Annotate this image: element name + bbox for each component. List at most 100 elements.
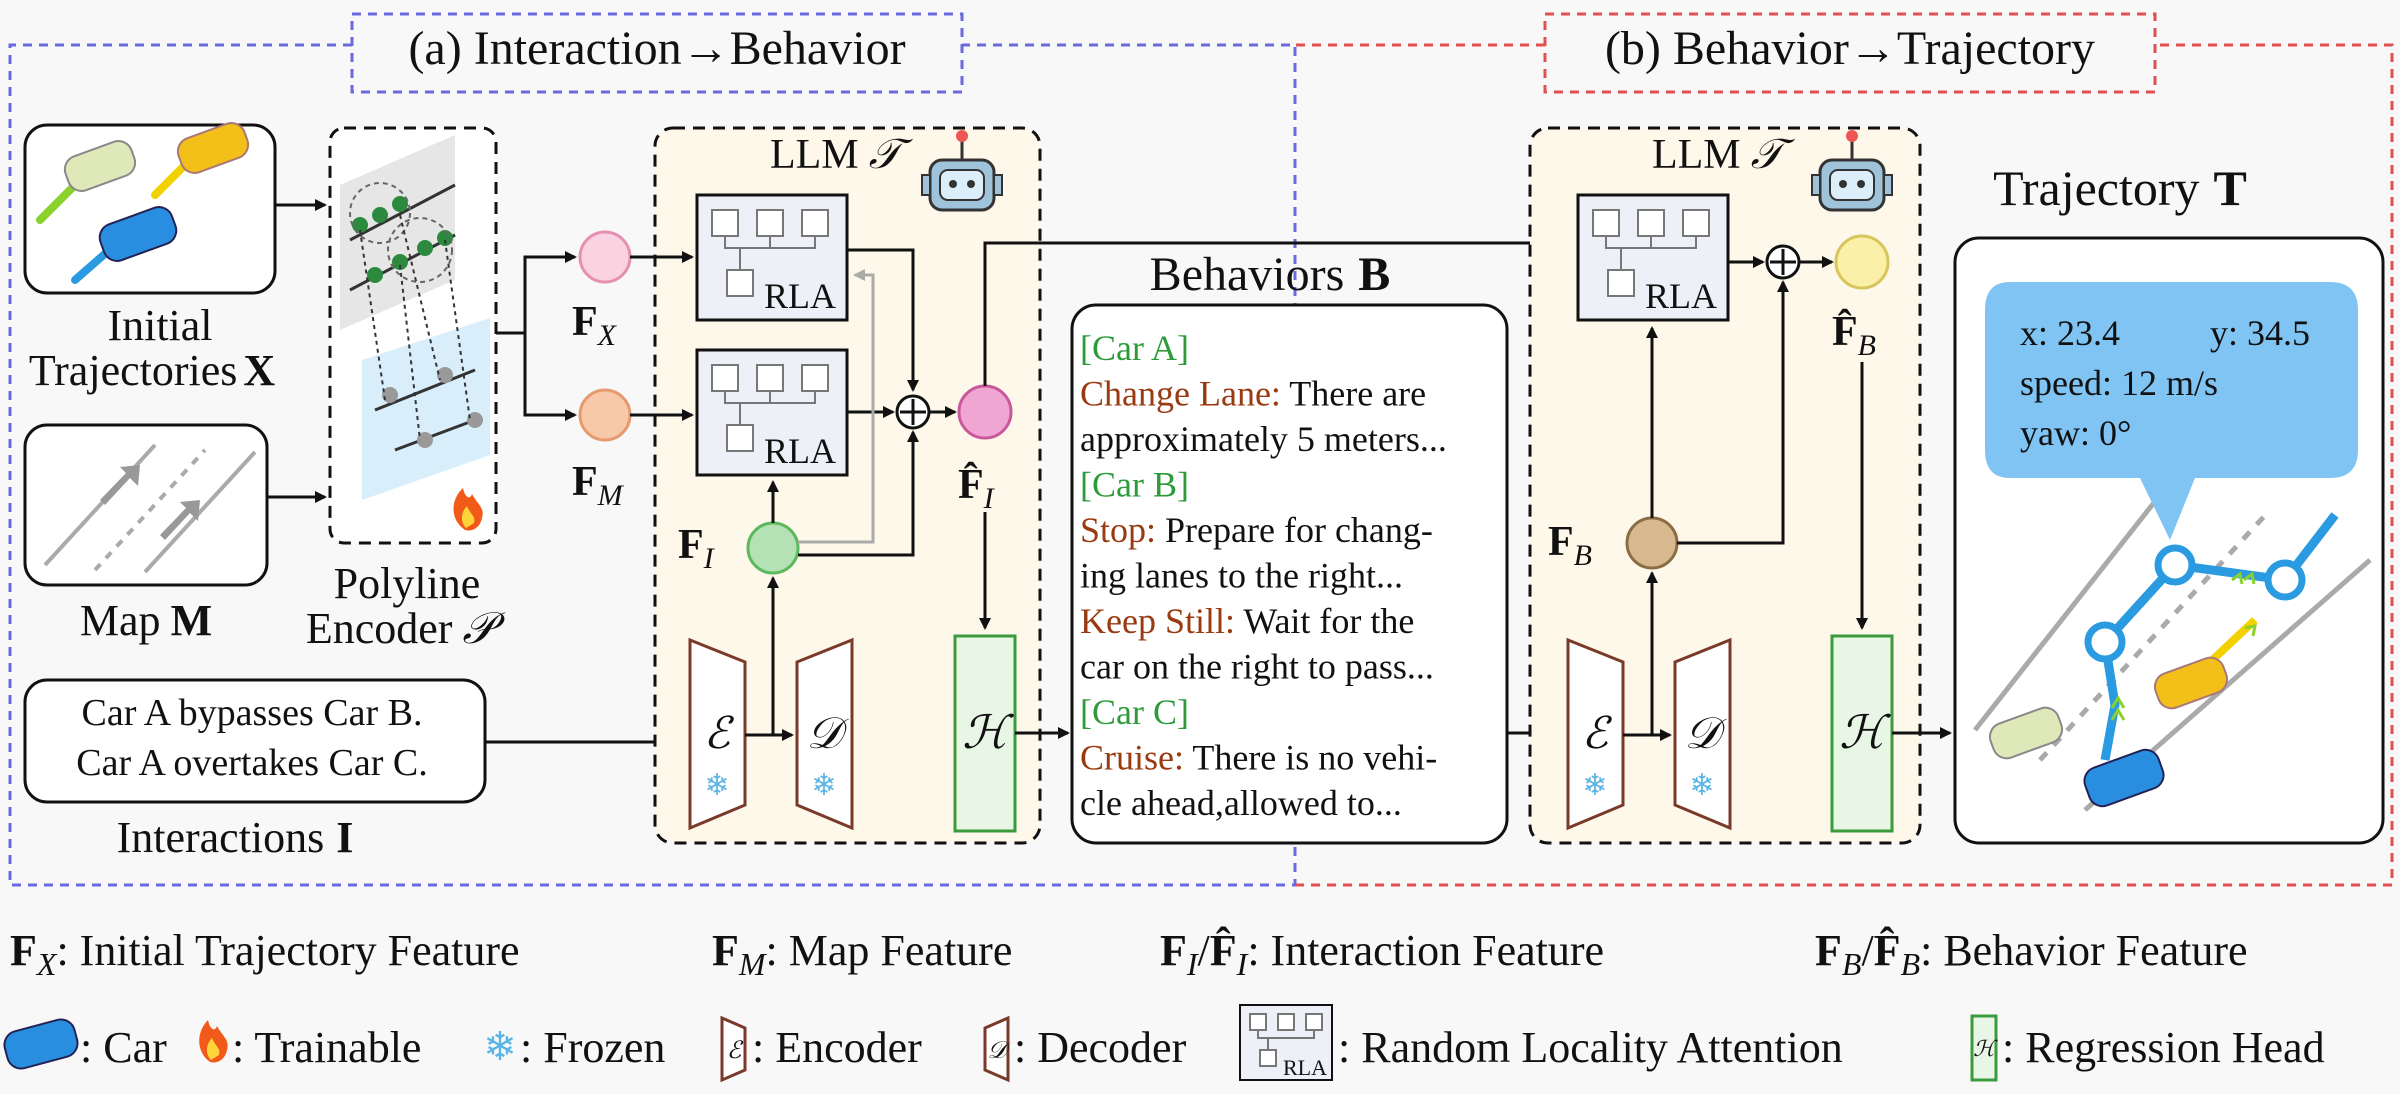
legend-frozen: : Frozen bbox=[520, 1023, 665, 1072]
svg-text:ℋ: ℋ bbox=[1839, 707, 1891, 758]
interaction-line-1: Car A bypasses Car B. bbox=[82, 692, 423, 734]
fb-hat-label: F̂B bbox=[1832, 308, 1876, 362]
bubble-yaw: yaw: 0° bbox=[2020, 413, 2131, 453]
encoder-legend-icon: ℰ bbox=[720, 1015, 747, 1083]
svg-text:RLA: RLA bbox=[764, 431, 836, 471]
car-icon bbox=[1988, 706, 2064, 760]
polyline-label-1: Polyline bbox=[334, 559, 481, 608]
car-icon bbox=[36, 140, 137, 224]
car-icon bbox=[71, 206, 178, 284]
behavior-line: Cruise: There is no vehi- bbox=[1080, 738, 1437, 778]
fi-label: FI bbox=[678, 522, 716, 575]
initial-trajectories-label-1: Initial bbox=[107, 301, 212, 350]
snowflake-icon: ❄ bbox=[811, 769, 836, 802]
snowflake-icon: ❄ bbox=[1582, 769, 1607, 802]
fire-icon bbox=[199, 1020, 228, 1063]
fx-node bbox=[578, 230, 632, 284]
regression-head-b: ℋ bbox=[1830, 634, 1894, 833]
fm-node bbox=[578, 388, 632, 442]
regression-head-a: ℋ bbox=[953, 634, 1017, 833]
map-box bbox=[23, 423, 269, 587]
rla-module-bottom: RLA bbox=[695, 348, 849, 477]
behavior-line: [Car A] bbox=[1080, 328, 1189, 368]
bubble-speed: speed: 12 m/s bbox=[2020, 363, 2218, 403]
legend-fx: FX: Initial Trajectory Feature bbox=[10, 926, 520, 982]
car-icon bbox=[2153, 656, 2229, 710]
behavior-line: Keep Still: Wait for the bbox=[1080, 601, 1414, 641]
head-legend-icon: ℋ bbox=[1970, 1014, 1998, 1082]
behavior-line: [Car B] bbox=[1080, 465, 1189, 505]
snowflake-icon: ❄ bbox=[704, 769, 729, 802]
behavior-line: [Car C] bbox=[1080, 692, 1189, 732]
legend-fb: FB/F̂B: Behavior Feature bbox=[1815, 926, 2248, 982]
rla-module-b: RLA bbox=[1576, 193, 1730, 322]
fb-hat-node bbox=[1834, 234, 1890, 290]
panel-a-border bbox=[8, 43, 1297, 887]
fb-label: FB bbox=[1548, 519, 1592, 572]
decoder-b: 𝒟 ❄ bbox=[1673, 637, 1732, 831]
polyline-encoder bbox=[328, 126, 498, 545]
legend-fi: FI/F̂I: Interaction Feature bbox=[1160, 926, 1604, 982]
car-icon bbox=[151, 122, 250, 199]
svg-text:ℰ: ℰ bbox=[727, 1038, 744, 1064]
legend-row-1: FX: Initial Trajectory Feature FM: Map F… bbox=[10, 926, 2248, 982]
panel-b-title: (b) Behavior→Trajectory bbox=[1605, 22, 2095, 75]
svg-text:ℋ: ℋ bbox=[1973, 1036, 1998, 1061]
svg-text:ℋ: ℋ bbox=[962, 707, 1014, 758]
initial-trajectories-box bbox=[23, 122, 277, 295]
behavior-line: approximately 5 meters... bbox=[1080, 419, 1447, 459]
encoder-b: ℰ ❄ bbox=[1566, 637, 1625, 831]
fi-hat-label: F̂I bbox=[958, 461, 996, 515]
snowflake-icon: ❄ bbox=[483, 1025, 517, 1069]
svg-text:RLA: RLA bbox=[1283, 1055, 1327, 1080]
svg-text:ℰ: ℰ bbox=[1582, 709, 1613, 758]
car-icon bbox=[3, 1018, 79, 1070]
legend-row-2: : Car : Trainable ❄ : Frozen ℰ : Encoder… bbox=[3, 1004, 2325, 1083]
legend-encoder: : Encoder bbox=[752, 1023, 922, 1072]
fb-node bbox=[1625, 516, 1679, 570]
behaviors-box bbox=[1070, 303, 1509, 845]
rla-module-top: RLA bbox=[695, 193, 849, 322]
fx-label: FX bbox=[572, 299, 618, 352]
fi-hat-node bbox=[957, 384, 1013, 440]
svg-text:RLA: RLA bbox=[764, 276, 836, 316]
sum-node-a bbox=[895, 394, 931, 430]
legend-decoder: : Decoder bbox=[1014, 1023, 1187, 1072]
car-icon bbox=[2083, 748, 2165, 808]
snowflake-icon: ❄ bbox=[1689, 769, 1714, 802]
behavior-line: Change Lane: There are bbox=[1080, 374, 1426, 414]
robot-icon bbox=[921, 130, 1003, 212]
rla-legend-icon: RLA bbox=[1239, 1004, 1333, 1081]
fm-label: FM bbox=[572, 459, 625, 512]
robot-icon bbox=[1811, 130, 1893, 212]
encoder-a: ℰ ❄ bbox=[688, 637, 747, 831]
legend-trainable: : Trainable bbox=[232, 1023, 421, 1072]
bubble-x: x: 23.4 bbox=[2020, 313, 2120, 353]
behavior-line: cle ahead,allowed to... bbox=[1080, 783, 1402, 823]
panel-b-title-box bbox=[1543, 12, 2157, 94]
behaviors-text: [Car A] Change Lane: There are approximate… bbox=[1080, 328, 1447, 823]
interaction-line-2: Car A overtakes Car C. bbox=[76, 742, 427, 784]
panel-a-title-box bbox=[350, 12, 964, 94]
decoder-a: 𝒟 ❄ bbox=[795, 637, 854, 831]
legend-rla: : Random Locality Attention bbox=[1338, 1023, 1843, 1072]
behavior-line: Stop: Prepare for chang- bbox=[1080, 510, 1433, 550]
behavior-line: car on the right to pass... bbox=[1080, 647, 1434, 687]
sum-node-b bbox=[1765, 244, 1801, 280]
decoder-legend-icon: 𝒟 bbox=[983, 1015, 1011, 1083]
legend-car: : Car bbox=[80, 1023, 167, 1072]
fi-node bbox=[746, 521, 800, 575]
behavior-line: ing lanes to the right... bbox=[1080, 556, 1403, 596]
svg-text:ℰ: ℰ bbox=[704, 709, 735, 758]
bubble: x: 23.4 y: 34.5 speed: 12 m/s yaw: 0° bbox=[1985, 282, 2358, 540]
fire-icon bbox=[453, 488, 483, 531]
svg-text:RLA: RLA bbox=[1645, 276, 1717, 316]
legend-head: : Regression Head bbox=[2002, 1023, 2325, 1072]
